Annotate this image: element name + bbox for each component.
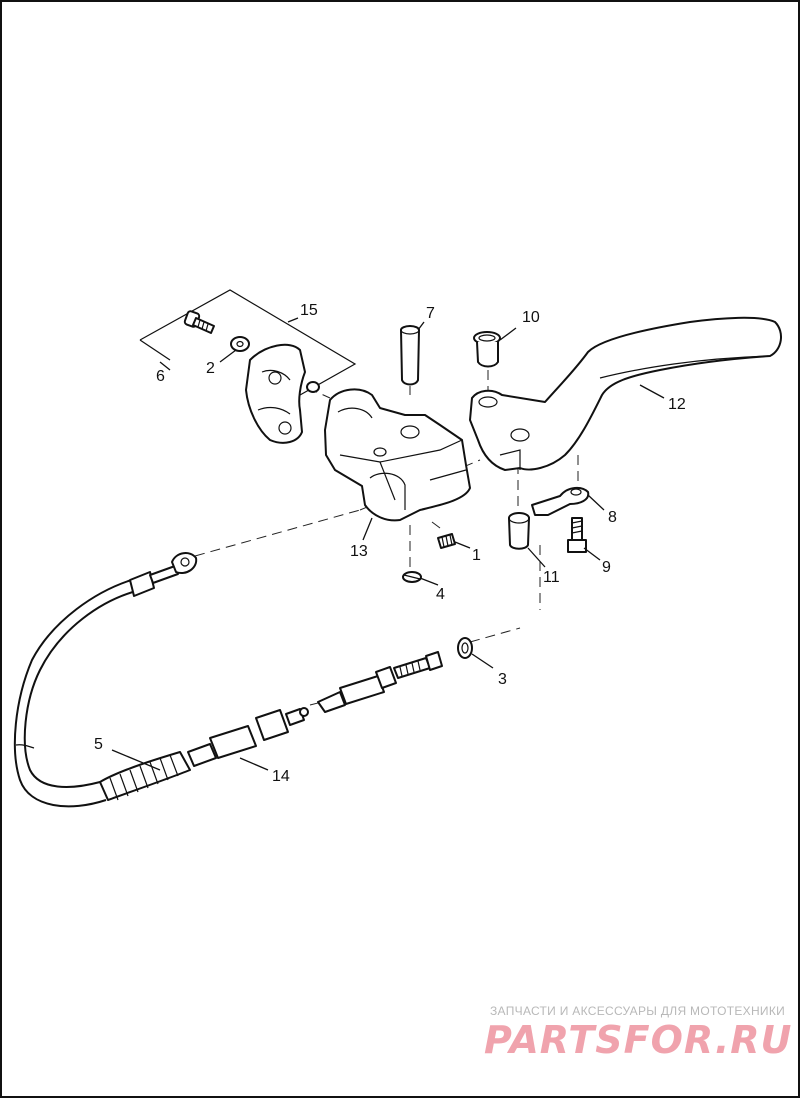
watermark-logo: PARTSFOR.RU (484, 1018, 793, 1062)
callout-15: 15 (300, 302, 318, 319)
callout-13: 13 (350, 543, 368, 560)
callout-14: 14 (272, 768, 290, 785)
leader-lines (111, 317, 665, 771)
part-4-clip (402, 571, 422, 583)
part-6-screw (183, 310, 215, 334)
callout-1: 1 (472, 547, 481, 564)
part-13-bracket (324, 388, 471, 522)
callout-9: 9 (602, 559, 611, 576)
part-12-lever (469, 316, 782, 471)
cable-adjuster (317, 651, 443, 713)
callout-7: 7 (426, 305, 435, 322)
callout-4: 4 (436, 586, 445, 603)
part-8-bracket (531, 486, 590, 516)
callout-3: 3 (498, 671, 507, 688)
part-11-bushing (508, 512, 530, 550)
callout-10: 10 (522, 309, 540, 326)
watermark-tagline: ЗАПЧАСТИ И АКСЕССУАРЫ ДЛЯ МОТОТЕХНИКИ (490, 1004, 786, 1018)
part-10-bushing (473, 331, 501, 368)
part-15-clamp (245, 343, 306, 444)
callout-12: 12 (668, 396, 686, 413)
part-5-cable (13, 552, 198, 808)
callout-5: 5 (94, 736, 103, 753)
callout-8: 8 (608, 509, 617, 526)
part-1-set-screw (437, 533, 456, 549)
kit-15-outline (139, 289, 357, 396)
part-9-screw (567, 517, 587, 553)
part-3-washer (457, 637, 473, 659)
part-7-pivot-pin (400, 325, 420, 386)
part-14-cable-end (187, 707, 309, 767)
part-2-washer (230, 336, 250, 352)
o-ring (306, 381, 320, 393)
callout-11: 11 (543, 569, 560, 586)
callout-6: 6 (156, 368, 165, 385)
callout-2: 2 (206, 360, 215, 377)
